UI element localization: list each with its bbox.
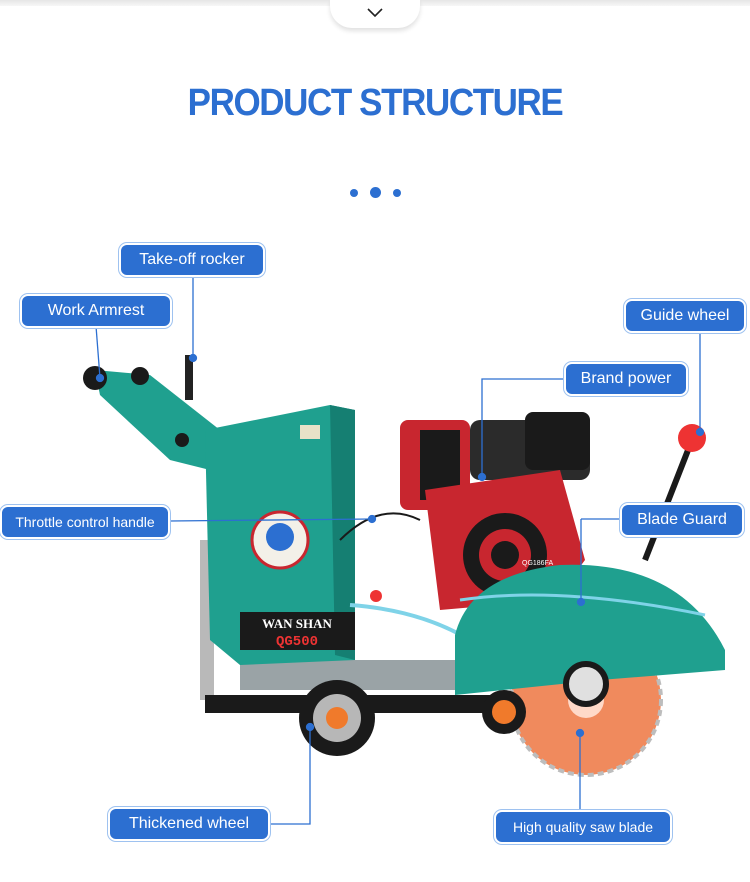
dot-indicator[interactable] xyxy=(349,188,358,197)
page-title: PRODUCT STRUCTURE xyxy=(187,82,564,124)
dot-indicator-active[interactable] xyxy=(369,187,381,199)
label-blade-guard: Blade Guard xyxy=(622,505,742,535)
collapse-tab[interactable] xyxy=(330,0,420,28)
label-brand-power: Brand power xyxy=(566,364,686,394)
label-takeoff-rocker: Take-off rocker xyxy=(121,245,263,275)
model-marking: QG500 xyxy=(276,634,318,650)
engine-marking: QG186FA xyxy=(522,560,553,567)
carousel-dots xyxy=(0,184,750,199)
brand-marking: WAN SHAN xyxy=(262,616,332,631)
chevron-down-icon xyxy=(367,8,383,18)
label-work-armrest: Work Armrest xyxy=(22,296,170,326)
label-throttle-control-handle: Throttle control handle xyxy=(2,507,168,537)
label-guide-wheel: Guide wheel xyxy=(626,301,744,331)
label-thickened-wheel: Thickened wheel xyxy=(110,809,268,839)
label-saw-blade: High quality saw blade xyxy=(496,812,670,842)
dot-indicator[interactable] xyxy=(392,188,401,197)
